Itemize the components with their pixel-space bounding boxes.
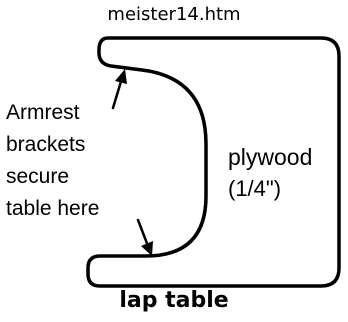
top-bracket-arrowhead (115, 69, 127, 84)
callout-line-1: Armrest (6, 101, 80, 124)
callout-line-3: secure (6, 165, 70, 188)
callout-line-2: brackets (6, 133, 86, 156)
lap-table-outline (86, 36, 341, 288)
page-title: meister14.htm (107, 4, 241, 25)
thickness-label: (1/4") (228, 176, 282, 201)
callout-line-4: table here (6, 197, 100, 220)
bottom-bracket-arrowhead (141, 241, 153, 256)
bottom-bracket-arrow-shaft (136, 218, 150, 248)
top-bracket-arrow-shaft (111, 76, 124, 110)
material-label: plywood (228, 144, 313, 170)
diagram-caption: lap table (119, 288, 229, 313)
